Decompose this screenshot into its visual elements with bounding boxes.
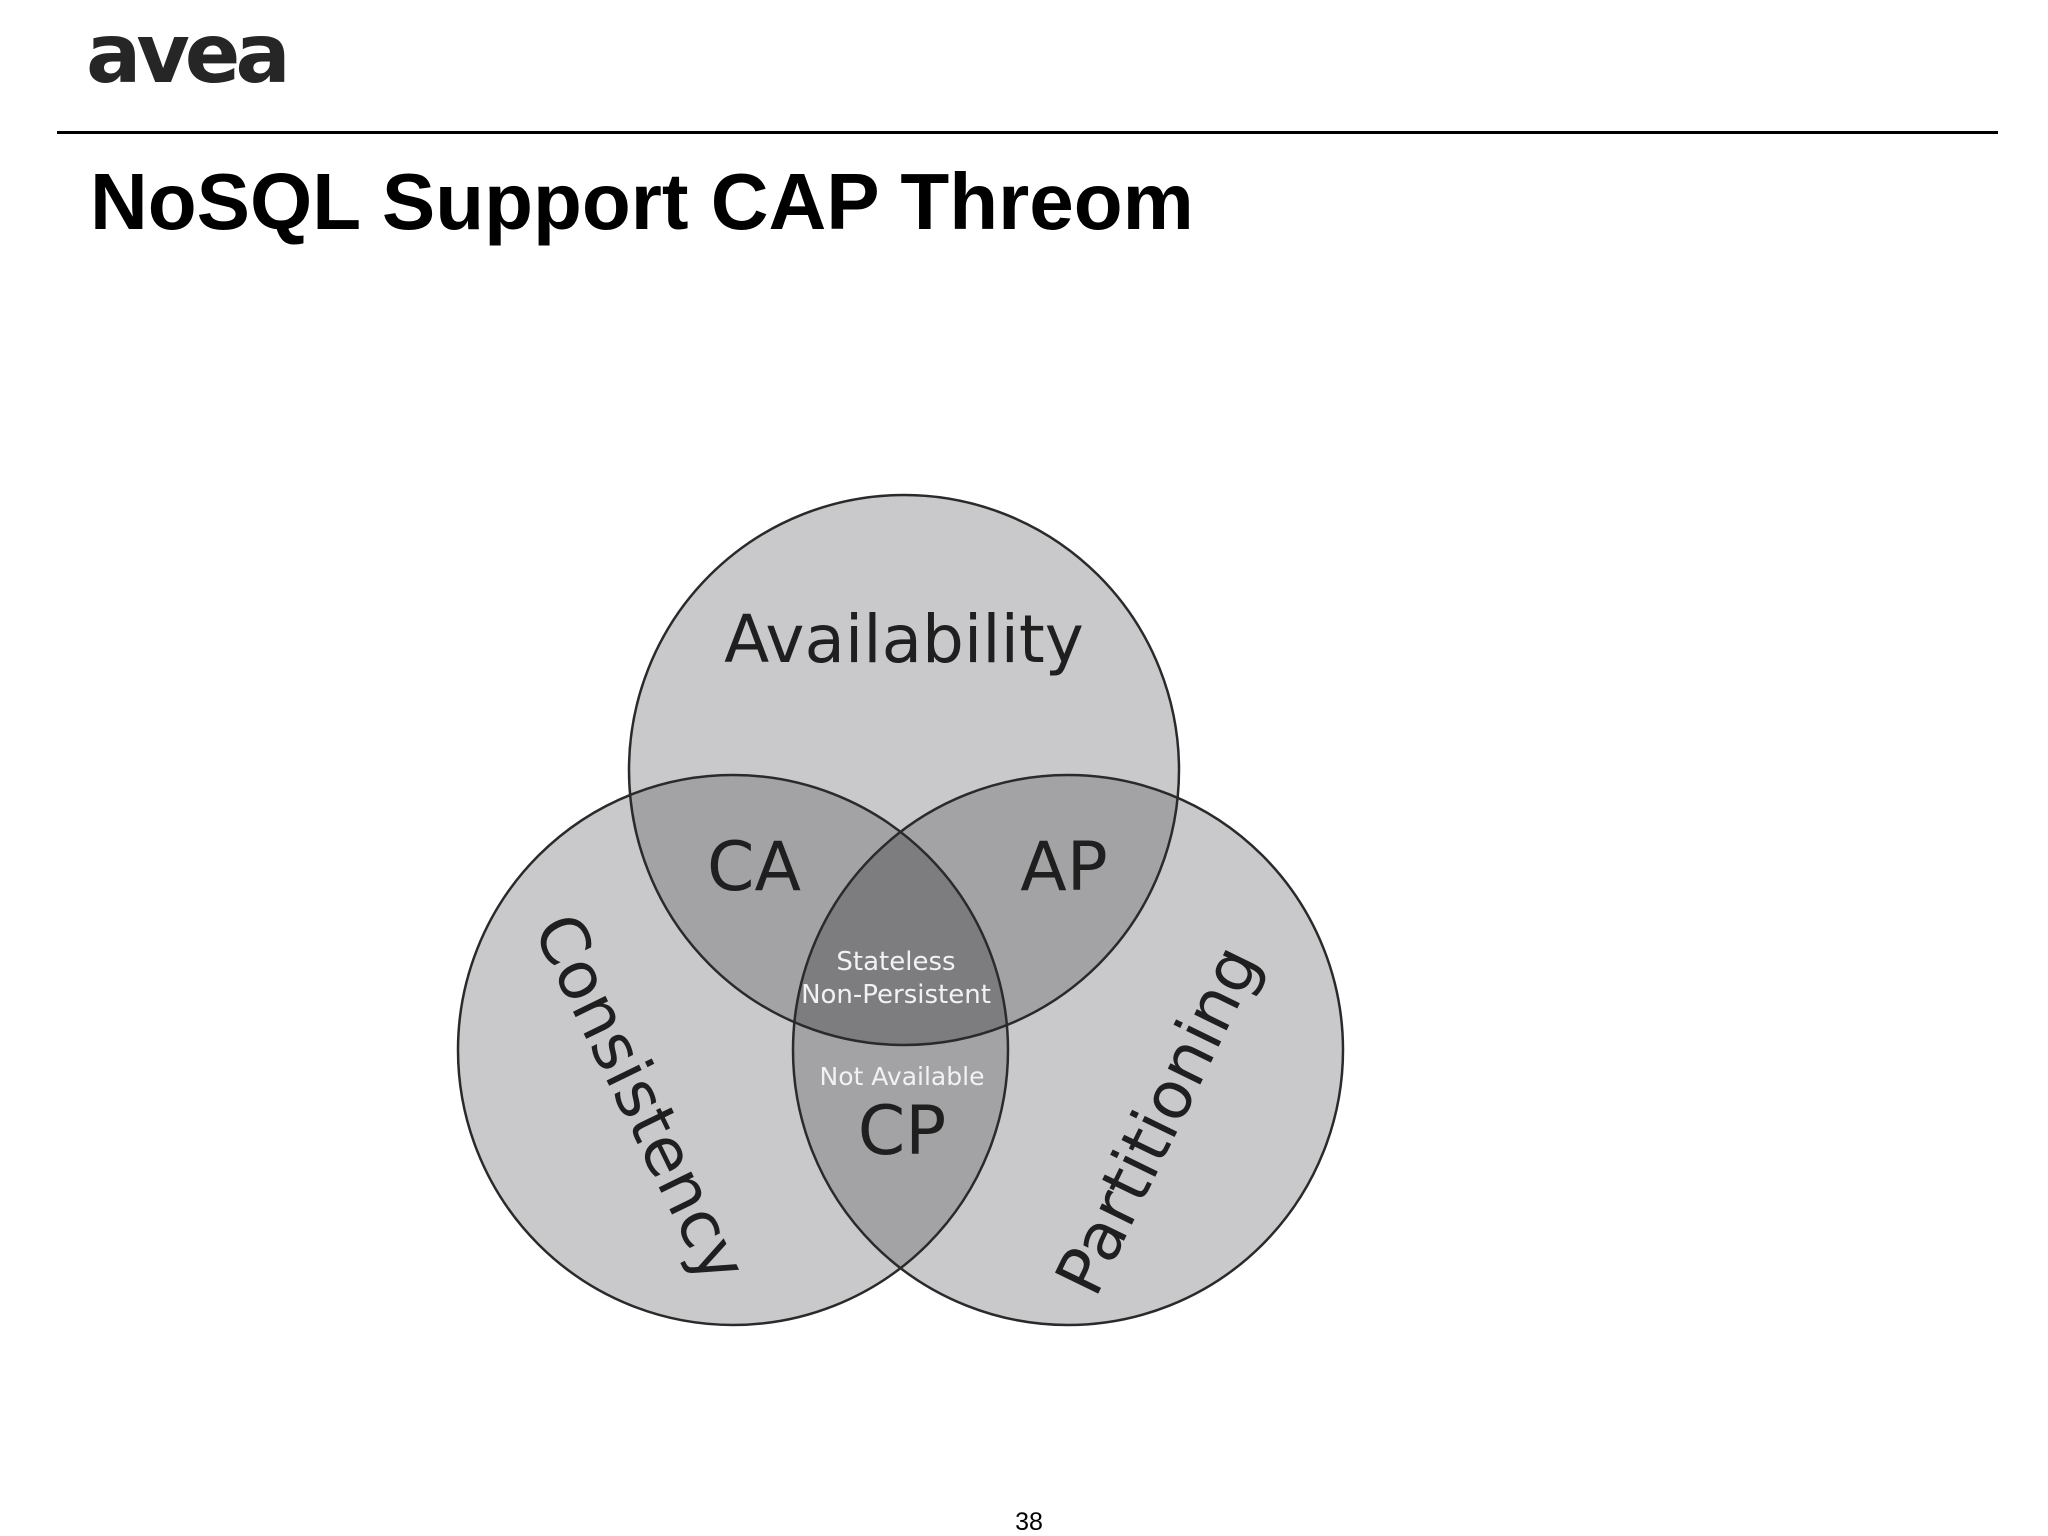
consistency-outline <box>456 773 1010 1327</box>
center-overlap-region <box>793 775 1008 1045</box>
avea-logo: avea <box>86 7 291 102</box>
availability-outline <box>627 493 1181 1047</box>
header-divider <box>57 131 1998 134</box>
partitioning-outline <box>791 773 1345 1327</box>
center-label-line2: Non-Persistent <box>801 980 991 1010</box>
cp-label: CP <box>858 1092 947 1171</box>
center-label-line1: Stateless <box>836 947 955 977</box>
ca-label: CA <box>707 828 801 907</box>
page-number: 38 <box>1015 1508 1043 1536</box>
availability-label: Availability <box>724 601 1084 678</box>
ap-label: AP <box>1020 828 1108 907</box>
cp-note-label: Not Available <box>820 1062 985 1091</box>
page-title: NoSQL Support CAP Threom <box>90 157 1194 246</box>
